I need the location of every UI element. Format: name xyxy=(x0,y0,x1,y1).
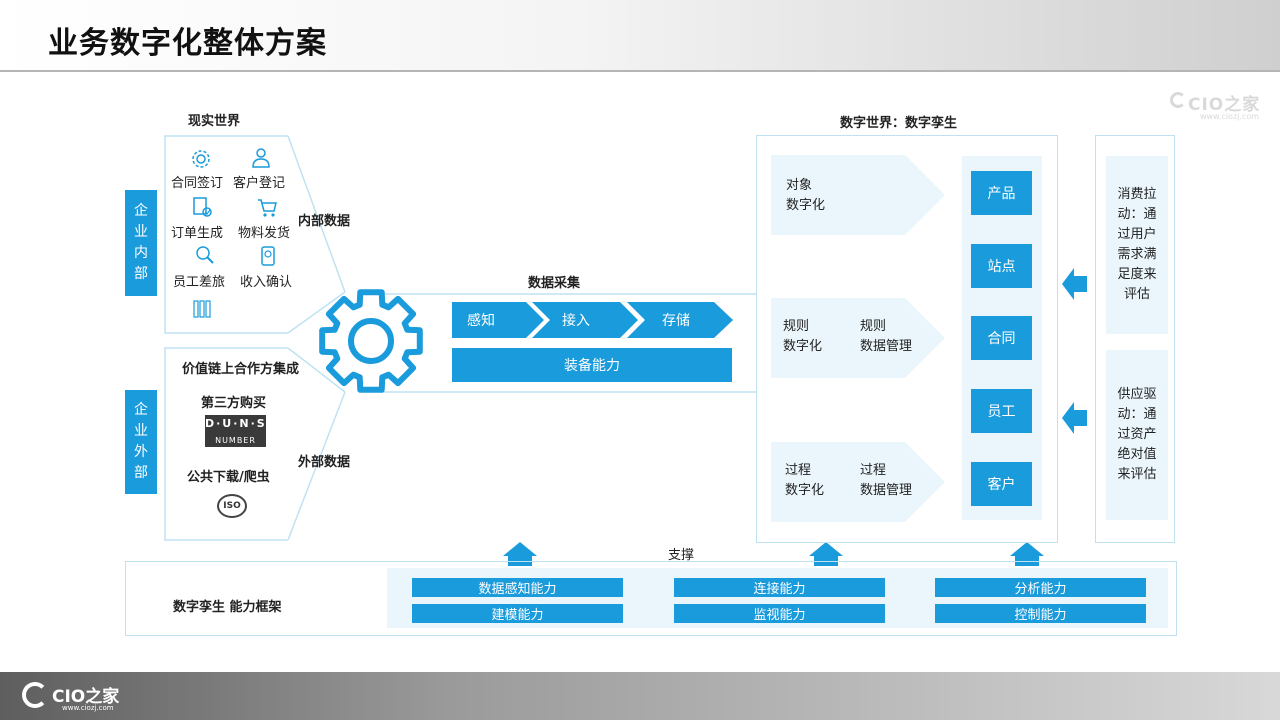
cap-connection: 连接能力 xyxy=(674,578,885,597)
equip-capability-bar: 装备能力 xyxy=(452,348,732,382)
internal-tab-label: 企业内部 xyxy=(134,203,148,282)
people-icon xyxy=(252,148,270,168)
checklist-icon xyxy=(193,197,212,217)
digital-row-shapes xyxy=(771,155,945,522)
internal-tab: 企业内部 xyxy=(125,190,157,296)
step-access: 接入 xyxy=(562,313,590,329)
step-sense: 感知 xyxy=(467,313,495,329)
external-tab-label: 企业外部 xyxy=(134,402,148,481)
driver-arrows xyxy=(1062,268,1087,434)
item-material-ship: 物料发货 xyxy=(238,226,291,241)
cap-analysis: 分析能力 xyxy=(935,578,1146,597)
external-data-label: 外部数据 xyxy=(298,455,351,470)
entity-employee: 员工 xyxy=(971,389,1032,433)
watermark-logo-icon xyxy=(1170,92,1186,108)
third-party-label: 第三方购买 xyxy=(201,396,267,411)
phone-icon xyxy=(261,246,275,266)
collection-title: 数据采集 xyxy=(528,276,581,291)
item-order-create: 订单生成 xyxy=(171,226,224,241)
footer-brand: CIO之家 xyxy=(52,687,120,707)
driver-consumption: 消费拉动：通过用户需求满足度来评估 xyxy=(1106,156,1168,334)
gear-small-icon xyxy=(192,150,210,168)
cart-icon xyxy=(258,199,277,217)
entity-customer: 客户 xyxy=(971,462,1032,506)
digital-world-frame xyxy=(756,135,1058,543)
cap-modeling: 建模能力 xyxy=(412,604,623,623)
support-arrows xyxy=(503,542,1044,566)
entity-site: 站点 xyxy=(971,244,1032,288)
gear-icon xyxy=(319,289,423,393)
framework-frame xyxy=(125,561,1177,636)
duns-logo-top: D·U·N·S xyxy=(205,417,267,430)
support-label: 支撑 xyxy=(668,548,695,563)
cap-monitoring: 监视能力 xyxy=(674,604,885,623)
stack-icon xyxy=(193,300,211,318)
driver-supply: 供应驱动：通过资产绝对值来评估 xyxy=(1106,350,1168,520)
row-rule-right: 规则 数据管理 xyxy=(860,319,913,354)
driver-frame xyxy=(1095,135,1175,543)
watermark-url: www.ciozj.com xyxy=(1200,112,1260,121)
value-chain-label: 价值链上合作方集成 xyxy=(182,362,300,377)
person-search-icon xyxy=(196,246,214,264)
framework-label: 数字孪生 能力框架 xyxy=(173,600,282,615)
duns-logo: D·U·N·S NUMBER xyxy=(205,415,266,447)
item-customer-register: 客户登记 xyxy=(233,176,286,191)
real-world-title: 现实世界 xyxy=(188,114,241,129)
entity-contract: 合同 xyxy=(971,316,1032,360)
item-contract-sign: 合同签订 xyxy=(171,176,224,191)
row-object-left: 对象 数字化 xyxy=(786,178,826,213)
entity-product: 产品 xyxy=(971,171,1032,215)
cap-control: 控制能力 xyxy=(935,604,1146,623)
cap-data-sensing: 数据感知能力 xyxy=(412,578,623,597)
step-storage: 存储 xyxy=(662,313,690,329)
watermark-brand: CIO之家 xyxy=(1188,95,1261,115)
internal-data-label: 内部数据 xyxy=(298,214,351,229)
collection-chevrons xyxy=(452,302,733,338)
row-process-right: 过程 数据管理 xyxy=(860,463,913,498)
row-process-left: 过程 数字化 xyxy=(785,463,825,498)
item-revenue-confirm: 收入确认 xyxy=(240,275,293,290)
watermark-top: CIO之家 www.ciozj.com xyxy=(1170,90,1262,124)
external-tab: 企业外部 xyxy=(125,390,157,494)
page-title: 业务数字化整体方案 xyxy=(48,26,327,61)
iso-logo: ISO xyxy=(217,494,247,518)
footer-bar: CIO之家 www.ciozj.com xyxy=(0,672,1280,720)
footer-logo-icon xyxy=(22,682,48,708)
digital-world-title: 数字世界：数字孪生 xyxy=(840,116,958,131)
header-bar: 业务数字化整体方案 xyxy=(0,0,1280,72)
footer-url: www.ciozj.com xyxy=(62,704,114,712)
public-download-label: 公共下载/爬虫 xyxy=(187,470,270,485)
item-staff-travel: 员工差旅 xyxy=(173,275,226,290)
row-rule-left: 规则 数字化 xyxy=(783,319,823,354)
duns-logo-bottom: NUMBER xyxy=(215,436,256,445)
